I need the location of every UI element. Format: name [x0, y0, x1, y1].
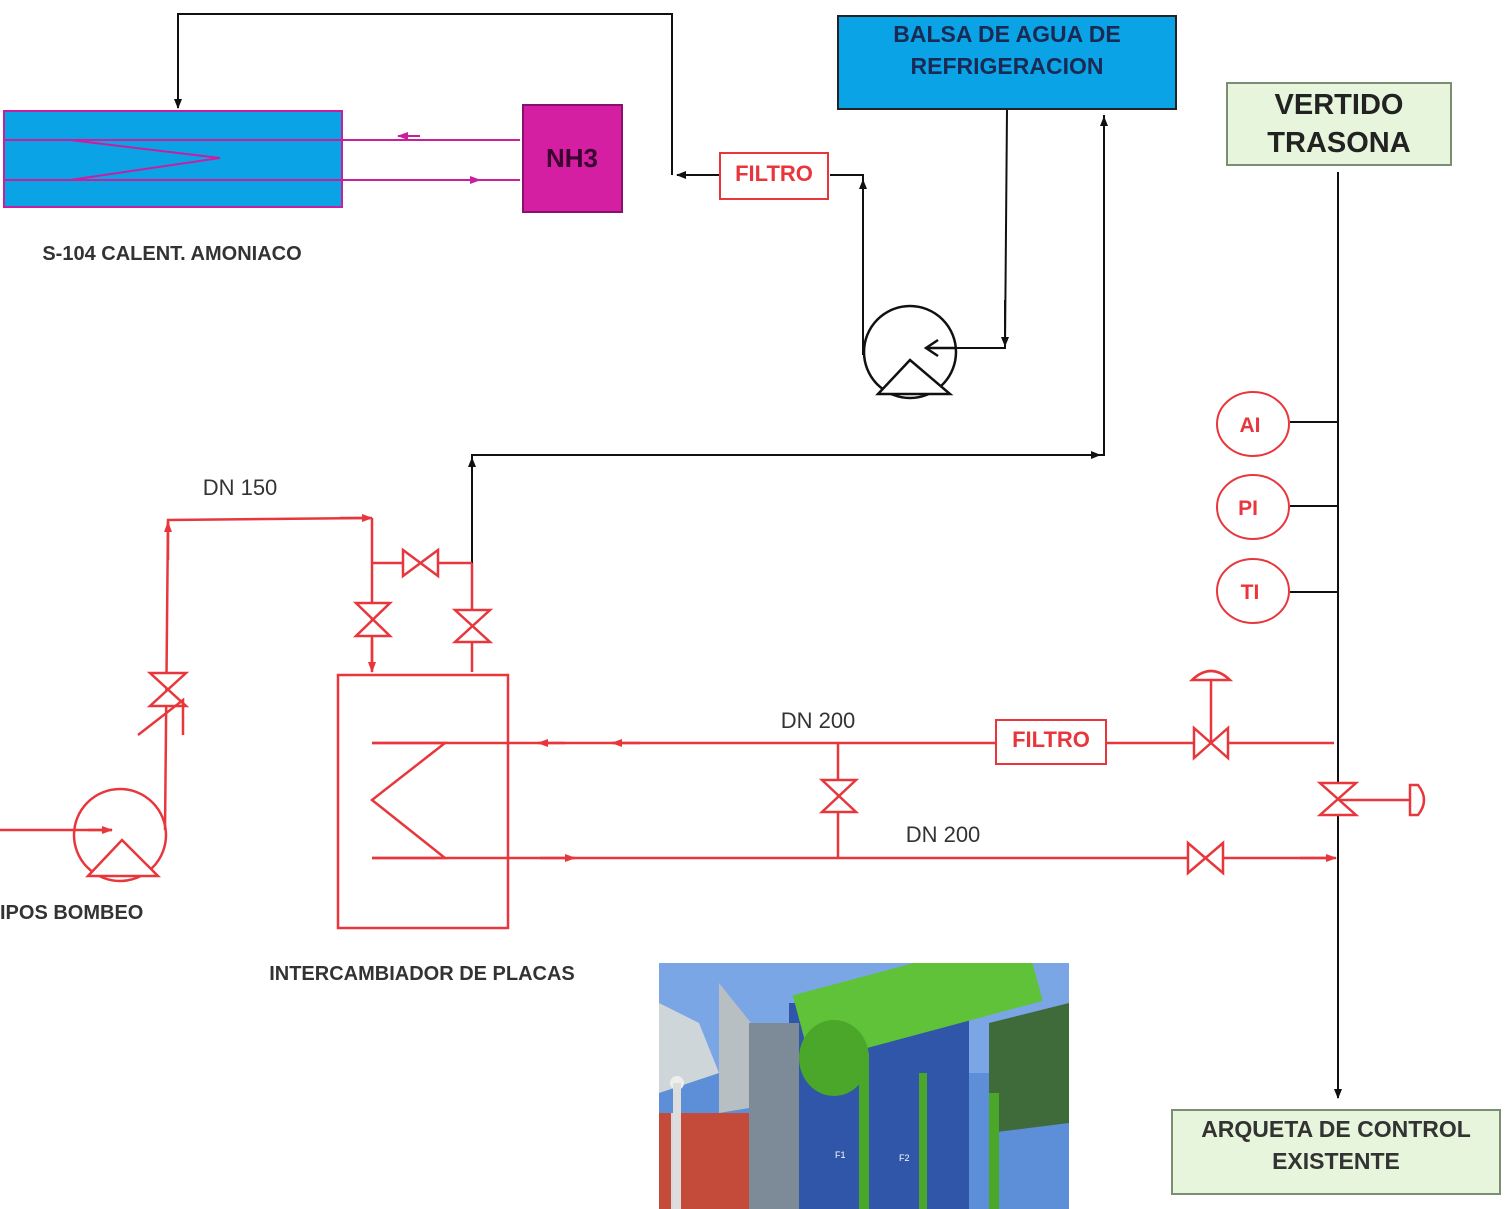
ammonia-heater	[4, 111, 520, 207]
pump-group-label: IPOS BOMBEO	[0, 902, 143, 924]
nh3-label: NH3	[546, 143, 598, 173]
outlet-valve	[455, 610, 490, 642]
cross-valve	[822, 780, 856, 812]
instrument-ai-label: AI	[1240, 414, 1261, 437]
process-pump-symbol	[74, 789, 166, 881]
inlet-valve	[356, 603, 390, 636]
vertido-label-1: VERTIDO	[1275, 89, 1404, 121]
balsa-to-pump-line	[932, 110, 1007, 348]
exchanger-label: INTERCAMBIADOR DE PLACAS	[269, 963, 575, 985]
dn150-label: DN 150	[203, 475, 278, 500]
dn200-bottom-label: DN 200	[906, 822, 981, 847]
exchanger-coil	[372, 743, 445, 858]
outlet-gate-valve	[1188, 843, 1223, 873]
pump-to-filter-line	[830, 175, 863, 355]
instrument-pi-label: PI	[1238, 497, 1258, 520]
balsa-label-2: REFRIGERACION	[911, 53, 1104, 79]
filter-bottom-label: FILTRO	[1012, 727, 1090, 752]
photo-tag-f2: F2	[899, 1153, 910, 1163]
instrument-ti-label: TI	[1241, 581, 1260, 604]
balsa-label-1: BALSA DE AGUA DE	[893, 21, 1120, 47]
filter-top-label: FILTRO	[735, 161, 813, 186]
arqueta-label-1: ARQUETA DE CONTROL	[1201, 1116, 1471, 1142]
arqueta-label-2: EXISTENTE	[1272, 1148, 1400, 1174]
plate-exchanger-box	[338, 675, 508, 928]
heater-label: S-104 CALENT. AMONIACO	[42, 243, 301, 265]
dn200-top-label: DN 200	[781, 708, 856, 733]
plate-exchanger-photo: F1 F2	[659, 963, 1069, 1209]
cooling-pump-symbol	[864, 306, 956, 398]
photo-tag-f1: F1	[835, 1150, 846, 1160]
vertido-label-2: TRASONA	[1267, 127, 1410, 159]
process-lines	[0, 518, 1410, 858]
bypass-valve	[403, 550, 438, 576]
